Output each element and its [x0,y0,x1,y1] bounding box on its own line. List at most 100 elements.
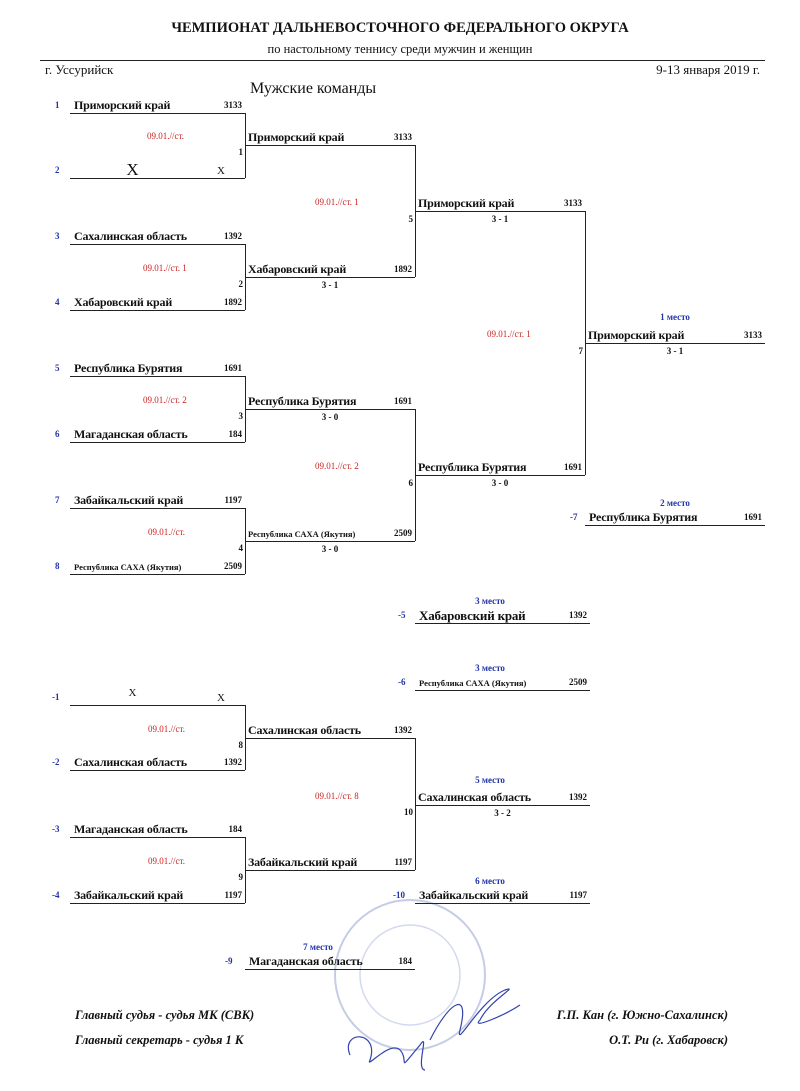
team-name: Забайкальский край [74,493,184,507]
header-rule [40,60,765,61]
match-number: 8 [238,740,244,750]
seed-number: -9 [225,956,233,966]
winner-name: Приморский край [588,328,685,342]
bracket-line [415,903,590,904]
seed-number: -3 [52,824,60,834]
team-rating: 1197 [224,890,242,900]
secretary-name: О.Т. Ри (г. Хабаровск) [609,1033,728,1047]
winner-rating: 2509 [394,528,412,538]
team-name: Республика САХА (Якутия) [74,562,182,572]
city: г. Уссурийск [45,62,114,77]
team-rating-empty: X [217,165,225,177]
stamp-circle [334,899,486,1051]
team-name-empty: X [128,687,137,699]
match-date: 09.01.//ст. 1 [143,263,187,273]
match-number: 3 [238,411,244,421]
bracket-connector [415,738,416,870]
winner-rating: 3133 [564,198,582,208]
match-number: 4 [238,543,244,553]
bracket-line [245,277,415,278]
team-rating: 1197 [569,890,587,900]
match-number: 5 [408,214,414,224]
winner-name: Сахалинская область [418,790,531,804]
match-date: 09.01.//ст. [148,527,186,537]
team-rating: 184 [228,429,243,439]
match-date: 09.01.//ст. 2 [315,461,359,471]
bracket-line [70,310,245,311]
team-name: Забайкальский край [74,888,184,902]
place-label: 3 место [475,663,505,673]
bracket-line [70,705,245,706]
match-score: 3 - 0 [321,544,339,554]
place-label: 6 место [475,876,505,886]
team-name: Сахалинская область [74,229,187,243]
team-name: Хабаровский край [419,608,526,623]
chief-judge-title: Главный судья - судья МК (СВК) [75,1008,255,1022]
winner-rating: 3133 [394,132,412,142]
bracket-line [70,376,245,377]
match-date: 09.01.//ст. [148,724,186,734]
match-score: 3 - 0 [321,412,339,422]
bracket-line [415,211,585,212]
seed-number: 1 [55,100,60,110]
bracket-line [70,770,245,771]
bracket-line [415,475,585,476]
winner-rating: 1691 [564,462,582,472]
match-number: 7 [578,346,584,356]
match-number: 10 [404,807,413,817]
place-label: 5 место [475,775,505,785]
seed-number: 4 [55,297,60,307]
seed-number: 3 [55,231,60,241]
place-label: 2 место [660,498,690,508]
team-rating: 1691 [744,512,762,522]
seed-number: -7 [570,512,578,522]
team-rating: 1392 [224,757,242,767]
team-rating: 1197 [224,495,242,505]
team-rating: 1392 [569,610,587,620]
chief-judge-name: Г.П. Кан (г. Южно-Сахалинск) [556,1008,728,1022]
team-name: Сахалинская область [74,755,187,769]
seed-number: 8 [55,561,60,571]
seed-number: -10 [393,890,405,900]
seed-number: -2 [52,757,60,767]
bracket-connector [245,705,246,770]
team-name: Приморский край [74,98,171,112]
winner-name: Сахалинская область [248,723,361,737]
team-rating-empty: X [217,692,225,704]
seed-number: -4 [52,890,60,900]
team-rating: 1691 [224,363,242,373]
winner-name: Республика Бурятия [418,460,527,474]
winner-rating: 1691 [394,396,412,406]
seed-number: -5 [398,610,406,620]
team-rating: 3133 [224,100,242,110]
winner-rating: 3133 [744,330,762,340]
team-rating: 184 [228,824,243,834]
match-number: 9 [238,872,244,882]
team-name-empty: X [126,160,139,179]
seed-number: 6 [55,429,60,439]
match-number: 6 [408,478,414,488]
match-date: 09.01.//ст. 1 [487,329,531,339]
bracket-line [245,738,415,739]
signature-1 [429,988,521,1041]
bracket-line [70,178,245,179]
team-rating: 2509 [569,677,587,687]
team-rating: 2509 [224,561,242,571]
bracket-line [245,870,415,871]
match-date: 09.01.//ст. [147,131,185,141]
winner-rating: 1392 [569,792,587,802]
bracket-line [415,690,590,691]
bracket-line [70,574,245,575]
bracket-line [245,969,415,970]
team-name: Республика САХА (Якутия) [419,678,527,688]
section-title: Мужские команды [250,80,377,97]
match-date: 09.01.//ст. [148,856,186,866]
team-name: Забайкальский край [419,888,529,902]
match-number: 2 [238,279,244,289]
winner-name: Приморский край [248,130,345,144]
event-dates: 9-13 января 2019 г. [656,62,760,77]
bracket-line [70,837,245,838]
seed-number: -6 [398,677,406,687]
